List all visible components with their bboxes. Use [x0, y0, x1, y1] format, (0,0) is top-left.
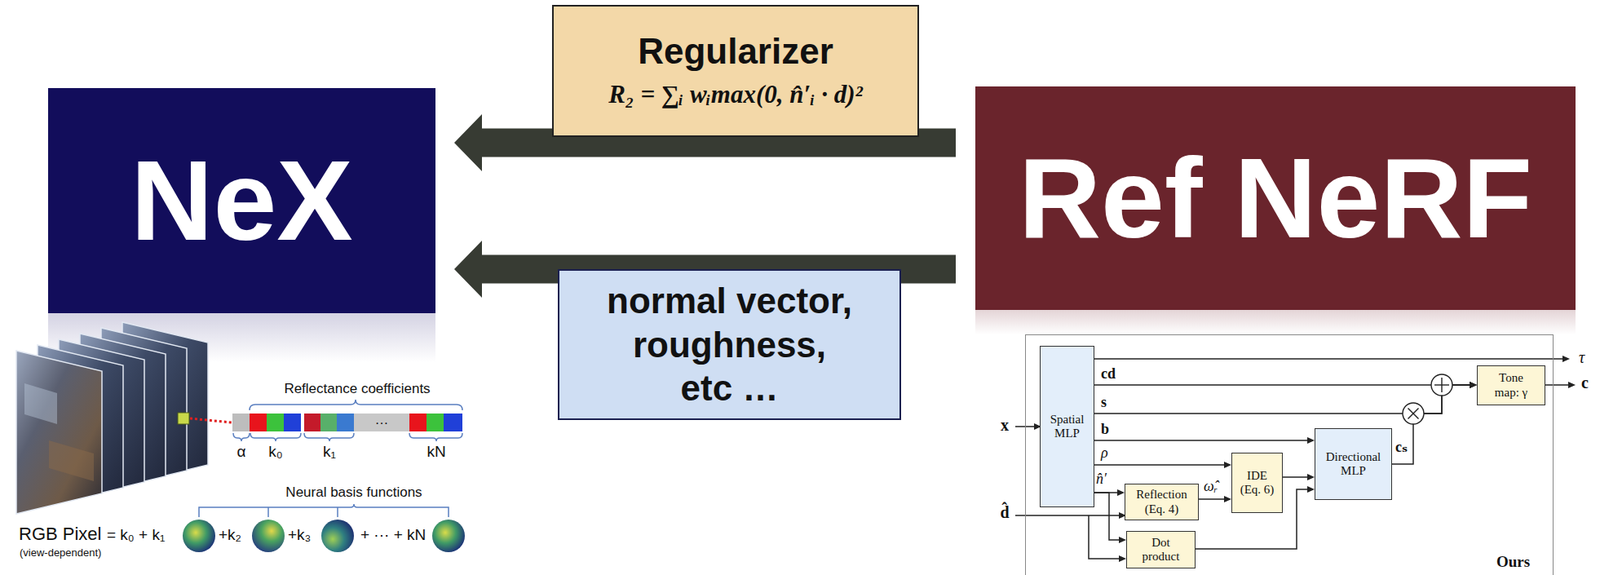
signal-wire — [1198, 495, 1232, 503]
signal-label: c — [1581, 373, 1589, 393]
equation-label: + ··· + kN — [360, 525, 426, 544]
edge-label: cₛ — [1395, 439, 1408, 456]
signal-label: τ — [1578, 348, 1585, 367]
wire — [1094, 492, 1119, 540]
wire — [1094, 439, 1308, 442]
process-box: IDE (Eq. 6) — [1231, 452, 1283, 513]
arrow-head — [1469, 381, 1477, 389]
ellipsis-label: … — [375, 411, 389, 429]
signal-label: d̂ — [999, 503, 1009, 522]
wire — [1392, 384, 1470, 465]
arrow-head — [1307, 486, 1315, 493]
arrow-head — [1469, 381, 1477, 389]
signal-wire — [1392, 381, 1477, 465]
wire — [1198, 498, 1225, 500]
note-label: (view-dependent) — [19, 546, 102, 559]
signal-wire — [1094, 461, 1232, 469]
process-box: Tone map: γ — [1476, 365, 1546, 406]
edge-label: n̂′ — [1096, 471, 1107, 488]
edge-label: s — [1100, 394, 1107, 412]
nex-box: NeX — [48, 88, 436, 314]
signal-wire — [1094, 437, 1315, 444]
wire — [1094, 464, 1225, 466]
attribute-box: normal vector, roughness, etc … — [557, 269, 902, 420]
signal-label: x — [1000, 415, 1009, 435]
node-title: Dot product — [1136, 535, 1186, 565]
edge-label: b — [1100, 421, 1110, 438]
arrow-head — [1469, 381, 1477, 389]
node-title: NeX — [130, 137, 353, 264]
edge-label: ω̂ᵣ — [1203, 478, 1218, 496]
node-title: Spatial MLP — [1043, 412, 1091, 442]
node-title: Reflection (Eq. 4) — [1128, 487, 1195, 517]
arrow-head — [1224, 495, 1232, 503]
node-title: IDE (Eq. 6) — [1235, 468, 1279, 498]
regularizer-box: Regularizer R₂ = ∑ᵢ wᵢmax(0, n̂′ᵢ · d)² — [552, 4, 920, 138]
coefficient-label: kN — [426, 442, 446, 461]
edge-label: ρ — [1100, 445, 1109, 462]
part-label: Reflectance coefficients — [283, 380, 430, 398]
arrow-head — [1224, 461, 1232, 469]
node-body: R₂ = ∑ᵢ wᵢmax(0, n̂′ᵢ · d)² — [608, 79, 863, 111]
signal-wire — [1094, 492, 1127, 544]
part-label: Neural basis functions — [285, 484, 422, 501]
coefficient-label: k₁ — [322, 442, 336, 461]
signal-wire — [1094, 381, 1477, 389]
wire — [1094, 384, 1470, 386]
edge-label: cd — [1100, 366, 1116, 383]
mlp-box: Spatial MLP — [1039, 345, 1095, 508]
node-title: Regularizer — [637, 30, 834, 73]
coefficient-label: α — [237, 442, 247, 461]
coefficient-label: k₀ — [268, 442, 283, 461]
node-title: Ref NeRF — [1018, 135, 1533, 261]
equation-label: = k₀ + k₁ — [106, 525, 165, 544]
process-box: Dot product — [1126, 530, 1196, 569]
process-box: Reflection (Eq. 4) — [1124, 483, 1199, 521]
arrow-head — [1307, 437, 1315, 444]
mlp-box: Directional MLP — [1314, 428, 1393, 500]
node-title: normal vector, roughness, etc … — [604, 278, 856, 411]
node-title: Directional MLP — [1318, 450, 1388, 479]
signal-wire — [1282, 473, 1315, 481]
equation-label: +k₂ — [218, 525, 242, 544]
equation-label: +k₃ — [287, 525, 311, 544]
node-title: Ours — [1496, 552, 1530, 571]
arrow-head — [1118, 536, 1127, 544]
node-title: Tone map: γ — [1486, 371, 1536, 400]
arrow-head — [1117, 489, 1125, 496]
refnerf-box: Ref NeRF — [975, 86, 1576, 310]
arrow-head — [1307, 473, 1315, 481]
wire — [1282, 476, 1308, 478]
equation-label: RGB Pixel — [18, 523, 102, 545]
